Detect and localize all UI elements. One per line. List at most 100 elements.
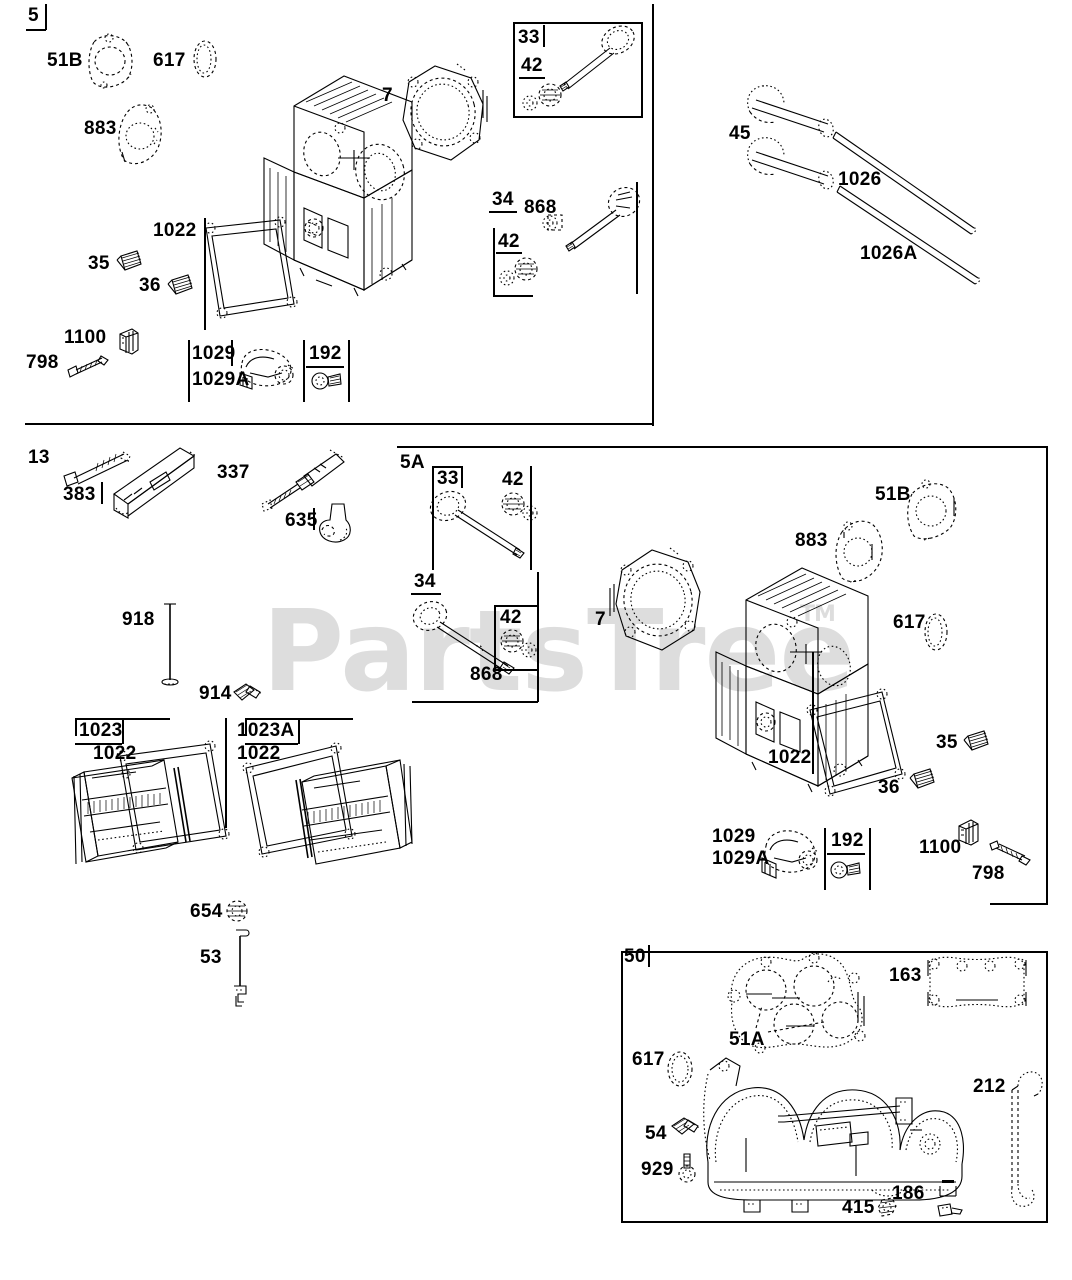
callout-7-panel5: 7 bbox=[382, 85, 393, 106]
part-intake-manifold bbox=[700, 1050, 970, 1220]
part-wire-clip-383 bbox=[104, 442, 204, 524]
callout-617-panel5a: 617 bbox=[893, 612, 926, 633]
part-cylinder-head-panel5 bbox=[252, 62, 502, 322]
callout-33-panel5a: 33 bbox=[437, 468, 459, 489]
part-gasket-1022-panel5 bbox=[196, 216, 306, 326]
callout-51a: 51A bbox=[729, 1029, 765, 1050]
callout-192-panel5a: 192 bbox=[831, 830, 864, 851]
callout-192-panel5a-right-tick bbox=[869, 828, 871, 890]
callout-1022-cover-right: 1022 bbox=[237, 743, 281, 764]
panel-5-border-right bbox=[652, 4, 654, 426]
callout-34-panel5a: 34 bbox=[414, 571, 436, 592]
callout-45: 45 bbox=[729, 123, 751, 144]
panel-5-label: 5 bbox=[28, 5, 39, 26]
callout-1022-panel5a: 1022 bbox=[768, 747, 812, 768]
callout-383-tick bbox=[101, 482, 103, 504]
cover-group-left-rtick bbox=[225, 718, 227, 828]
callout-1029a-panel5a: 1029A bbox=[712, 848, 770, 869]
part-nut-654 bbox=[224, 898, 250, 924]
callout-42-panel5a-b-left-tick bbox=[494, 605, 496, 670]
callout-1022-cover-left: 1022 bbox=[93, 743, 137, 764]
valve-group-33-panel5-box bbox=[513, 22, 643, 118]
part-gasket-1022-panel5a bbox=[802, 688, 914, 802]
part-rocker-cover-1023 bbox=[68, 738, 238, 870]
part-head-gasket-7-panel5 bbox=[395, 60, 490, 170]
callout-1100-panel5a: 1100 bbox=[919, 837, 962, 858]
part-gasket-883-panel5a bbox=[828, 516, 888, 588]
part-tube-212 bbox=[1000, 1064, 1046, 1212]
callout-914: 914 bbox=[199, 683, 232, 704]
callout-42-panel5-a: 42 bbox=[521, 55, 543, 76]
callout-1023-underline bbox=[75, 743, 122, 745]
callout-1023a-tick bbox=[298, 718, 300, 744]
callout-51a-leader bbox=[740, 994, 840, 1042]
part-oring-617-panel50 bbox=[664, 1049, 696, 1089]
callout-617-panel5: 617 bbox=[153, 50, 186, 71]
callout-36-panel5: 36 bbox=[139, 275, 161, 296]
callout-1029-panel5a: 1029 bbox=[712, 826, 756, 847]
part-stud-35-panel5a bbox=[962, 728, 992, 756]
callout-635-tick bbox=[313, 508, 315, 530]
callout-51b-panel5a: 51B bbox=[875, 484, 911, 505]
callout-635: 635 bbox=[285, 510, 318, 531]
part-valve-33-panel5a bbox=[428, 488, 538, 570]
callout-42-panel5a-a: 42 bbox=[502, 469, 524, 490]
part-spark-plug-boot-635 bbox=[312, 500, 358, 550]
callout-654: 654 bbox=[190, 901, 223, 922]
part-seal-868-panel5 bbox=[540, 210, 570, 236]
callout-212: 212 bbox=[973, 1076, 1006, 1097]
callout-1029-panel5-tick bbox=[231, 340, 233, 366]
callout-337: 337 bbox=[217, 462, 250, 483]
callout-34-panel5a-underline bbox=[411, 593, 441, 595]
callout-798-panel5a: 798 bbox=[972, 863, 1005, 884]
callout-33-panel5-tick bbox=[543, 25, 545, 47]
panel-5-label-underline bbox=[26, 29, 46, 31]
callout-192-panel5a-left-tick bbox=[824, 828, 826, 890]
callout-1029-panel5: 1029 bbox=[192, 343, 236, 364]
callout-42-panel5-b: 42 bbox=[498, 231, 520, 252]
panel-5a-label: 5A bbox=[400, 452, 425, 473]
callout-1023a: 1023A bbox=[237, 720, 295, 741]
part-head-gasket-7-panel5a bbox=[608, 540, 708, 660]
part-stud-36-panel5a bbox=[908, 766, 938, 794]
part-valve-33-panel5 bbox=[552, 25, 642, 106]
watermark-text: PartsTree bbox=[262, 587, 855, 717]
part-spark-plug-337 bbox=[248, 448, 348, 514]
part-bracket-1100-panel5 bbox=[116, 326, 142, 360]
callout-192-left-tick-panel5 bbox=[303, 340, 305, 402]
panel-5a-border-right bbox=[1046, 446, 1048, 905]
callout-1022-panel5: 1022 bbox=[153, 220, 197, 241]
rocker-group-left-tick-panel5 bbox=[188, 340, 190, 402]
callout-383: 383 bbox=[63, 484, 96, 505]
valve-group-33-panel5a-left-tick bbox=[432, 466, 434, 570]
callout-54: 54 bbox=[645, 1123, 667, 1144]
part-gasket-883-panel5 bbox=[110, 100, 166, 170]
valve-group-34-panel5-tick bbox=[636, 182, 638, 294]
callout-192-right-tick-panel5 bbox=[348, 340, 350, 402]
part-retainer-42-panel5a-b bbox=[496, 628, 544, 662]
callout-33-panel5a-tick bbox=[461, 466, 463, 488]
valve-group-34-panel5a-bottom bbox=[412, 701, 538, 703]
cover-group-right-ltick bbox=[245, 718, 247, 736]
panel-50-label: 50 bbox=[624, 946, 646, 967]
part-stud-36-panel5 bbox=[166, 272, 196, 300]
callout-42-panel5-a-underline bbox=[519, 77, 545, 79]
callout-1023-tick bbox=[122, 718, 124, 744]
part-clamp-186 bbox=[930, 1180, 966, 1220]
callout-42-panel5-b-left-tick bbox=[493, 228, 495, 296]
callout-868-panel5: 868 bbox=[524, 197, 557, 218]
part-rocker-cover-1023a bbox=[240, 740, 415, 872]
part-valve-34-panel5a bbox=[412, 598, 532, 684]
part-rocker-arm-1029-panel5a bbox=[752, 822, 828, 888]
part-nut-415 bbox=[876, 1194, 900, 1220]
part-plate-163 bbox=[922, 952, 1032, 1014]
callout-33-panel5: 33 bbox=[518, 27, 540, 48]
callout-33-panel5a-top bbox=[433, 466, 462, 468]
callout-192-panel5: 192 bbox=[309, 343, 342, 364]
callout-36-panel5a: 36 bbox=[878, 777, 900, 798]
callout-798-panel5: 798 bbox=[26, 352, 59, 373]
callout-53: 53 bbox=[200, 947, 222, 968]
callout-1022-panel5-tick bbox=[204, 218, 206, 330]
part-stud-35-panel5 bbox=[115, 248, 145, 276]
part-gasket-51b-panel5 bbox=[82, 30, 142, 92]
